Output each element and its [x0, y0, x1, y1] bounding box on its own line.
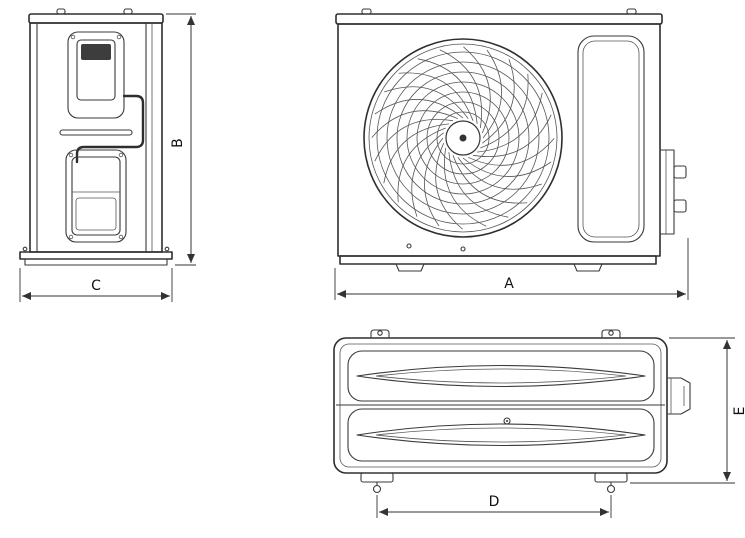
screw-icon [68, 152, 74, 158]
top-side-connector [667, 377, 691, 415]
screw-icon [406, 243, 412, 249]
tab-hole [377, 330, 383, 336]
side-lower-panel [65, 149, 127, 243]
side-top-bolt-left [56, 8, 66, 15]
front-top-bolt-right [626, 8, 637, 15]
screw-icon [118, 152, 124, 158]
top-mounting-tab-left [370, 329, 390, 338]
front-service-panel [577, 35, 645, 243]
screw-icon [70, 34, 76, 40]
side-vent-slot [59, 129, 133, 136]
top-foot-left [360, 472, 394, 494]
dimension-e-label: E [732, 407, 745, 416]
front-base [339, 255, 657, 272]
top-body [333, 337, 668, 474]
side-view [19, 8, 173, 266]
front-valve-bracket [659, 149, 687, 235]
side-base [19, 246, 173, 266]
fan-opening [363, 38, 563, 238]
anchor-bolt-icon [606, 484, 616, 494]
top-rib-band-upper [347, 350, 655, 402]
dimension-c: C [19, 268, 173, 302]
side-upper-panel-label-block [81, 44, 111, 60]
side-upper-panel [67, 31, 125, 119]
dimension-a-label: A [504, 276, 514, 292]
screw-icon [503, 417, 511, 425]
dimensions: B C A D E [19, 13, 745, 518]
screw-icon [118, 234, 124, 240]
valve-stub [673, 199, 687, 213]
front-foot-right [573, 263, 603, 272]
screw-icon [116, 34, 122, 40]
screw-icon [460, 246, 466, 252]
valve-stub [673, 165, 687, 179]
bolt-icon [164, 246, 170, 252]
fan-hub-center [459, 134, 467, 142]
front-top-bolt-left [361, 8, 372, 15]
screw-icon [68, 234, 74, 240]
dimension-d-label: D [489, 494, 500, 510]
top-rib-band-lower [347, 408, 655, 462]
bolt-icon [22, 246, 28, 252]
dimension-b: B [166, 13, 196, 266]
dimension-b-label: B [170, 138, 186, 148]
top-view [333, 329, 691, 494]
dimension-e: E [630, 337, 745, 484]
dimension-a: A [334, 238, 689, 300]
front-view [335, 8, 687, 272]
side-routed-cable [75, 94, 145, 164]
front-foot-left [395, 263, 425, 272]
top-mounting-tab-right [601, 329, 621, 338]
side-top-cap [28, 13, 164, 24]
top-foot-right [594, 472, 628, 494]
dimension-c-label: C [91, 278, 101, 294]
front-top-cap [335, 13, 663, 25]
side-top-bolt-right [123, 8, 133, 15]
tab-hole [608, 330, 614, 336]
dimension-d: D [376, 494, 612, 518]
anchor-bolt-icon [372, 484, 382, 494]
fan-grille [363, 38, 563, 252]
